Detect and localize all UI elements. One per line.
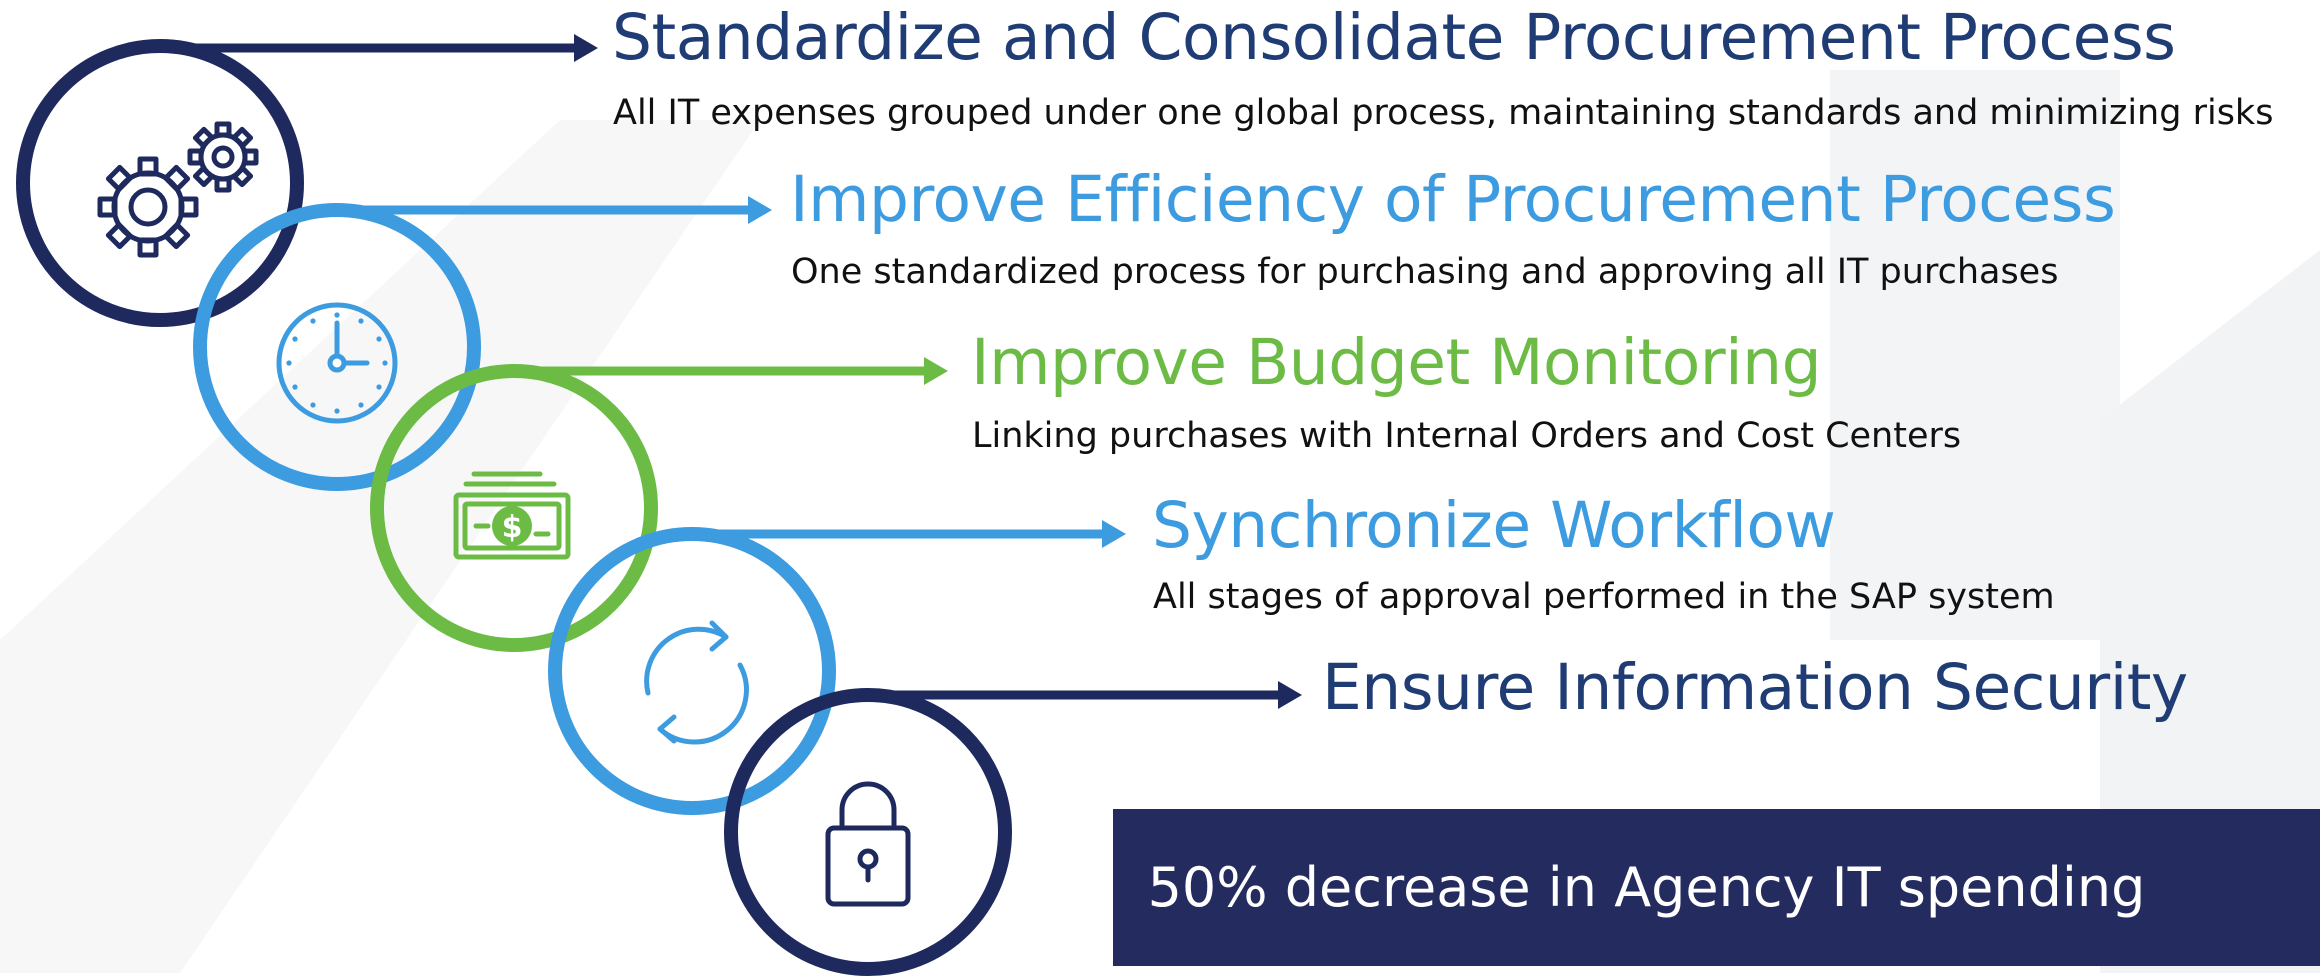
step-4-title: Synchronize Workflow xyxy=(1152,489,1836,562)
step-4-description: All stages of approval performed in the … xyxy=(1153,577,2055,617)
connector-arrowhead-4 xyxy=(1102,520,1126,548)
step-2-description: One standardized process for purchasing … xyxy=(791,252,2059,292)
connector-arrowhead-2 xyxy=(748,196,772,224)
clock-icon xyxy=(276,302,398,424)
step-1-description: All IT expenses grouped under one global… xyxy=(613,93,2274,133)
step-2-title: Improve Efficiency of Procurement Proces… xyxy=(790,163,2116,236)
savings-callout-text: 50% decrease in Agency IT spending xyxy=(1147,856,2146,919)
padlock-icon xyxy=(825,781,911,907)
connector-arrowhead-5 xyxy=(1278,681,1302,709)
money-stack-icon: $ xyxy=(453,471,571,560)
step-3-description: Linking purchases with Internal Orders a… xyxy=(972,416,1962,456)
connector-arrowhead-1 xyxy=(574,34,598,62)
step-1-title: Standardize and Consolidate Procurement … xyxy=(612,1,2176,74)
connector-arrowhead-3 xyxy=(924,357,948,385)
gears-icon xyxy=(97,121,259,258)
savings-callout-banner: 50% decrease in Agency IT spending xyxy=(1113,809,2320,966)
step-5-title: Ensure Information Security xyxy=(1322,651,2188,724)
sync-arrows-icon xyxy=(644,620,749,745)
step-5-ring xyxy=(724,688,1012,976)
step-3-title: Improve Budget Monitoring xyxy=(971,326,1822,399)
svg-text:$: $ xyxy=(502,510,523,545)
